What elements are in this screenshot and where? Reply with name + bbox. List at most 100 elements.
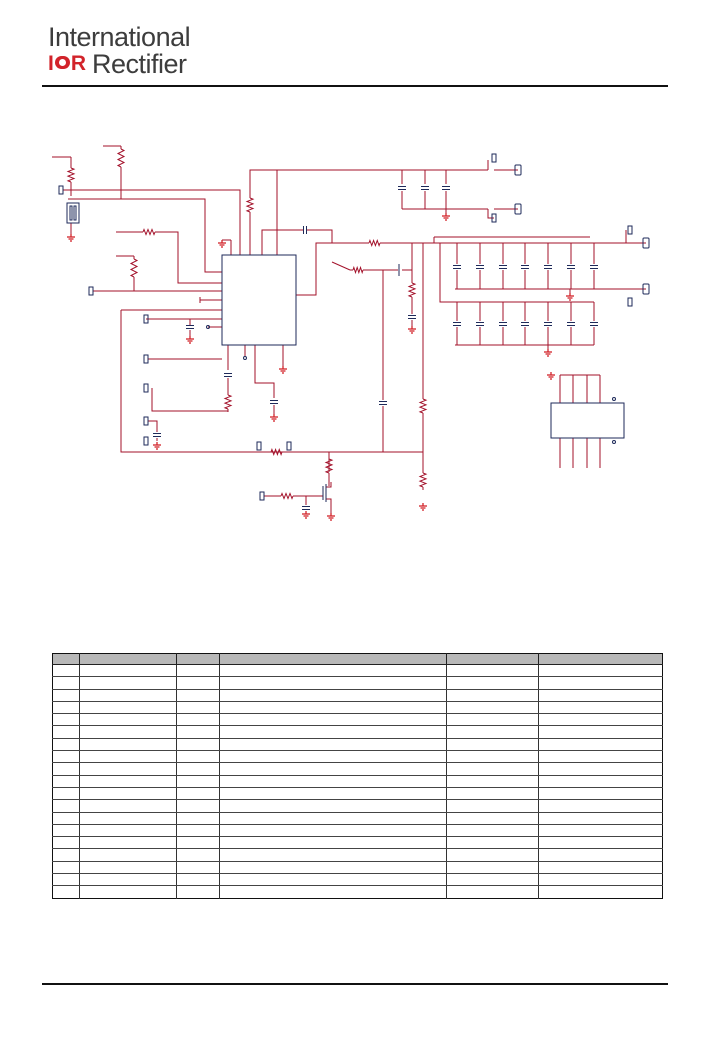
table-cell xyxy=(219,664,447,678)
wire xyxy=(326,498,332,513)
table-cell xyxy=(176,725,220,739)
table-cell xyxy=(79,836,177,850)
table-cell xyxy=(538,713,663,727)
wire xyxy=(331,261,351,271)
table-cell xyxy=(219,848,447,862)
resistor xyxy=(116,148,126,168)
table-cell xyxy=(538,664,663,678)
table-row xyxy=(52,689,663,702)
wire xyxy=(254,345,275,398)
connector-pad xyxy=(143,436,149,446)
table-cell xyxy=(52,689,80,702)
wire xyxy=(326,482,332,488)
table-row xyxy=(52,713,663,727)
table-cell xyxy=(538,676,663,690)
table-row xyxy=(52,738,663,752)
table-cell xyxy=(219,787,447,801)
table-cell xyxy=(538,836,663,850)
table-cell xyxy=(79,750,177,764)
table-cell xyxy=(176,664,220,678)
resistor xyxy=(245,197,255,213)
wire xyxy=(68,198,222,273)
table-cell xyxy=(538,689,663,702)
resistor xyxy=(223,394,233,410)
table-cell xyxy=(79,861,177,875)
table-cell xyxy=(538,873,663,887)
table-cell xyxy=(176,689,220,702)
table-cell xyxy=(219,713,447,727)
connector-pad xyxy=(256,441,262,451)
table-cell xyxy=(52,812,80,825)
table-cell xyxy=(446,775,539,788)
table-cell xyxy=(219,750,447,764)
resistor xyxy=(280,492,294,500)
column-header xyxy=(219,653,447,665)
table-cell xyxy=(176,873,220,887)
table-cell xyxy=(446,861,539,875)
table-row xyxy=(52,861,663,875)
wire xyxy=(296,242,366,296)
table-cell xyxy=(446,824,539,838)
table-cell xyxy=(176,738,220,752)
table-cell xyxy=(446,762,539,776)
table-cell xyxy=(219,775,447,788)
table-cell xyxy=(538,799,663,813)
table-cell xyxy=(79,762,177,776)
pin-marker xyxy=(612,397,616,401)
table-cell xyxy=(52,775,80,788)
table-cell xyxy=(52,799,80,813)
resistor xyxy=(352,265,364,275)
table-cell xyxy=(538,824,663,838)
table-cell xyxy=(176,836,220,850)
table-row xyxy=(52,701,663,715)
column-header xyxy=(176,653,220,665)
wire xyxy=(261,229,303,255)
column-header xyxy=(79,653,177,665)
schematic-wires xyxy=(52,145,646,513)
table-cell xyxy=(219,676,447,690)
resistor xyxy=(418,472,428,488)
connector-pad xyxy=(491,153,497,163)
table-cell xyxy=(52,676,80,690)
table-row xyxy=(52,799,663,813)
table-cell xyxy=(219,873,447,887)
dip-switch xyxy=(69,205,73,221)
table-cell xyxy=(52,836,80,850)
footer-rule xyxy=(42,983,668,985)
schematic-components xyxy=(58,153,650,510)
table-cell xyxy=(79,664,177,678)
connector-pad xyxy=(88,286,94,296)
table-cell xyxy=(539,886,663,898)
dip-switch xyxy=(66,202,80,224)
table-cell xyxy=(219,689,447,702)
table-row xyxy=(52,873,663,887)
table-cell xyxy=(79,799,177,813)
resistor xyxy=(368,239,381,247)
table-cell xyxy=(538,861,663,875)
table-cell xyxy=(219,701,447,715)
table-cell xyxy=(446,750,539,764)
connector-pad xyxy=(627,225,633,235)
wire xyxy=(151,388,228,412)
table-header-row xyxy=(52,653,663,665)
table-cell xyxy=(79,824,177,838)
table-cell xyxy=(219,762,447,776)
table-cell xyxy=(538,701,663,715)
wire xyxy=(120,310,383,453)
table-cell xyxy=(52,664,80,678)
output-terminal xyxy=(514,164,522,176)
header-rule xyxy=(42,85,668,87)
resistor xyxy=(324,458,334,474)
wire xyxy=(307,229,333,243)
circuit-schematic xyxy=(52,145,650,521)
wire xyxy=(249,169,277,195)
table-cell xyxy=(219,725,447,739)
table-cell xyxy=(219,824,447,838)
table-cell xyxy=(219,812,447,825)
logo-wordmark-rectifier: Rectifier xyxy=(92,49,187,79)
table-cell xyxy=(52,713,80,727)
connector-pad xyxy=(58,185,64,195)
table-cell xyxy=(176,824,220,838)
dip-switch xyxy=(73,205,77,221)
